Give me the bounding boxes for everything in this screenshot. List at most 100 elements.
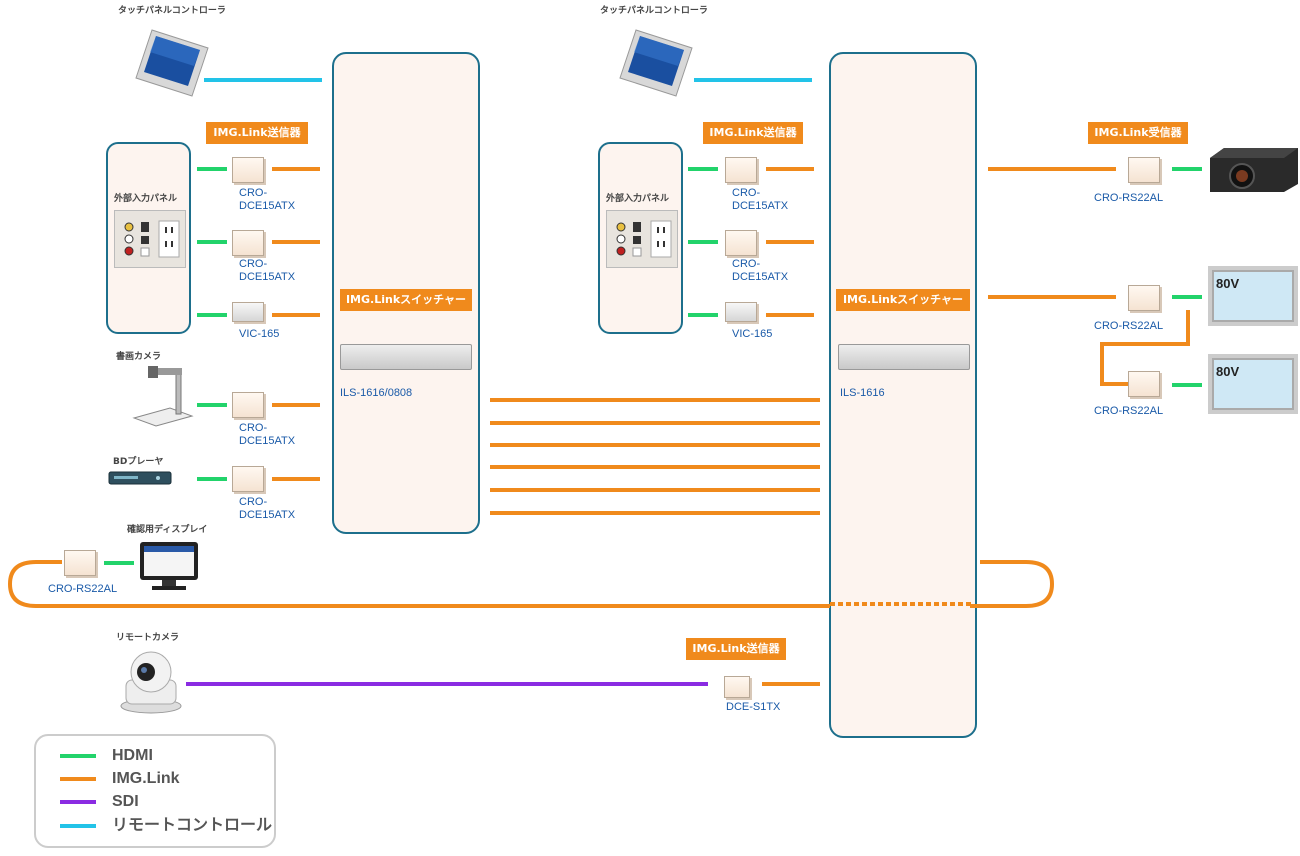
- tx1-model-label: CRO- DCE15ATX: [732, 187, 789, 212]
- vic-model-label: VIC-165: [239, 328, 280, 340]
- sdi-line: [186, 682, 708, 686]
- img-link-line: [988, 167, 1116, 171]
- touch-panel-caption: タッチパネルコントローラ: [118, 6, 226, 16]
- img-link-trunk-line: [490, 398, 820, 402]
- tx4-model-label: CRO- DCE15ATX: [239, 496, 296, 521]
- hdmi-line: [104, 561, 134, 565]
- img-link-tx-tag: IMG.Link送信器: [703, 122, 803, 144]
- legend-swatch: [60, 777, 96, 781]
- img-link-trunk-line: [490, 465, 820, 469]
- img-link-line: [766, 240, 814, 244]
- ils-switcher-device-icon: [838, 344, 970, 370]
- legend-label: IMG.Link: [112, 770, 180, 787]
- right-switcher-model-label: ILS-1616: [840, 387, 885, 399]
- left-switcher-tag: IMG.Linkスイッチャー: [340, 289, 472, 311]
- hdmi-line: [197, 477, 227, 481]
- img-link-trunk-line: [490, 443, 820, 447]
- hdmi-line: [688, 313, 718, 317]
- img-link-rx-tag: IMG.Link受信器: [1088, 122, 1188, 144]
- img-link-line: [1100, 342, 1104, 384]
- img-link-line: [766, 167, 814, 171]
- screen-80v-1: 80V: [1208, 266, 1298, 326]
- touch-panel-caption: タッチパネルコントローラ: [600, 6, 708, 16]
- cro-rs22al-device-icon: [1128, 157, 1160, 183]
- bd-player-icon: [108, 470, 172, 486]
- cro-dce15atx-device-icon: [232, 230, 264, 256]
- cro-dce15atx-device-icon: [725, 157, 757, 183]
- img-link-line: [762, 682, 820, 686]
- tx1-model-label: CRO- DCE15ATX: [239, 187, 296, 212]
- screen-80v-2: 80V: [1208, 354, 1298, 414]
- ils-switcher-device-icon: [340, 344, 472, 370]
- touch-panel-icon: [134, 28, 210, 98]
- img-link-line: [272, 477, 320, 481]
- external-input-panel-caption: 外部入力パネル: [606, 194, 670, 204]
- remote-camera-caption: リモートカメラ: [116, 633, 180, 643]
- img-link-line: [1186, 310, 1190, 344]
- remote-control-line: [694, 78, 812, 82]
- tx2-model-label: CRO- DCE15ATX: [732, 258, 789, 283]
- bd-player-caption: BDプレーヤ: [113, 457, 164, 467]
- screen-size-label: 80V: [1216, 276, 1240, 291]
- img-link-pass-through-line: [830, 602, 972, 606]
- confirm-loop-line: [7, 560, 1055, 608]
- img-link-line: [272, 403, 320, 407]
- legend: HDMI IMG.Link SDI リモートコントロール: [34, 734, 276, 848]
- img-link-tx-tag: IMG.Link送信器: [206, 122, 308, 144]
- hdmi-line: [197, 240, 227, 244]
- vic-165-device-icon: [725, 302, 757, 322]
- legend-label: リモートコントロール: [112, 817, 273, 834]
- cro-dce15atx-device-icon: [232, 392, 264, 418]
- hdmi-line: [1172, 295, 1202, 299]
- right-switcher-tag: IMG.Linkスイッチャー: [836, 289, 970, 311]
- connector-plate-icon: [606, 210, 678, 268]
- img-link-tx-tag: IMG.Link送信器: [686, 638, 786, 660]
- rx1-model-label: CRO-RS22AL: [1094, 192, 1164, 204]
- vic-165-device-icon: [232, 302, 264, 322]
- document-camera-caption: 書画カメラ: [116, 352, 162, 362]
- cro-dce15atx-device-icon: [725, 230, 757, 256]
- vic-model-label: VIC-165: [732, 328, 773, 340]
- cro-rs22al-device-icon: [64, 550, 96, 576]
- hdmi-line: [1172, 383, 1202, 387]
- confirm-rx-model-label: CRO-RS22AL: [48, 583, 118, 595]
- confirm-display-caption: 確認用ディスプレイ: [127, 525, 208, 535]
- projector-icon: [1204, 144, 1300, 194]
- tx2-model-label: CRO- DCE15ATX: [239, 258, 296, 283]
- connector-plate-icon: [114, 210, 186, 268]
- confirm-monitor-icon: [136, 540, 202, 592]
- left-switcher-model-label: ILS-1616/0808: [340, 387, 413, 399]
- img-link-line: [1100, 342, 1190, 346]
- cro-rs22al-device-icon: [1128, 285, 1160, 311]
- remote-control-line: [204, 78, 322, 82]
- img-link-trunk-line: [490, 488, 820, 492]
- hdmi-line: [688, 240, 718, 244]
- rx3-model-label: CRO-RS22AL: [1094, 405, 1164, 417]
- hdmi-line: [197, 167, 227, 171]
- legend-label: HDMI: [112, 747, 153, 764]
- right-switcher-panel: [829, 52, 977, 738]
- legend-swatch: [60, 824, 96, 828]
- remote-camera-icon: [118, 644, 184, 714]
- document-camera-icon: [130, 362, 194, 428]
- img-link-line: [1100, 382, 1128, 386]
- cro-dce15atx-device-icon: [232, 157, 264, 183]
- img-link-line: [272, 167, 320, 171]
- legend-label: SDI: [112, 793, 139, 810]
- img-link-trunk-line: [490, 421, 820, 425]
- screen-size-label: 80V: [1216, 364, 1240, 379]
- touch-panel-icon: [618, 28, 694, 98]
- img-link-line: [766, 313, 814, 317]
- legend-swatch: [60, 800, 96, 804]
- legend-swatch: [60, 754, 96, 758]
- tx3-model-label: CRO- DCE15ATX: [239, 422, 296, 447]
- hdmi-line: [688, 167, 718, 171]
- rx2-model-label: CRO-RS22AL: [1094, 320, 1164, 332]
- hdmi-line: [197, 403, 227, 407]
- remote-tx-model-label: DCE-S1TX: [726, 701, 781, 713]
- img-link-trunk-line: [490, 511, 820, 515]
- hdmi-line: [197, 313, 227, 317]
- cro-dce15atx-device-icon: [232, 466, 264, 492]
- hdmi-line: [1172, 167, 1202, 171]
- img-link-line: [272, 240, 320, 244]
